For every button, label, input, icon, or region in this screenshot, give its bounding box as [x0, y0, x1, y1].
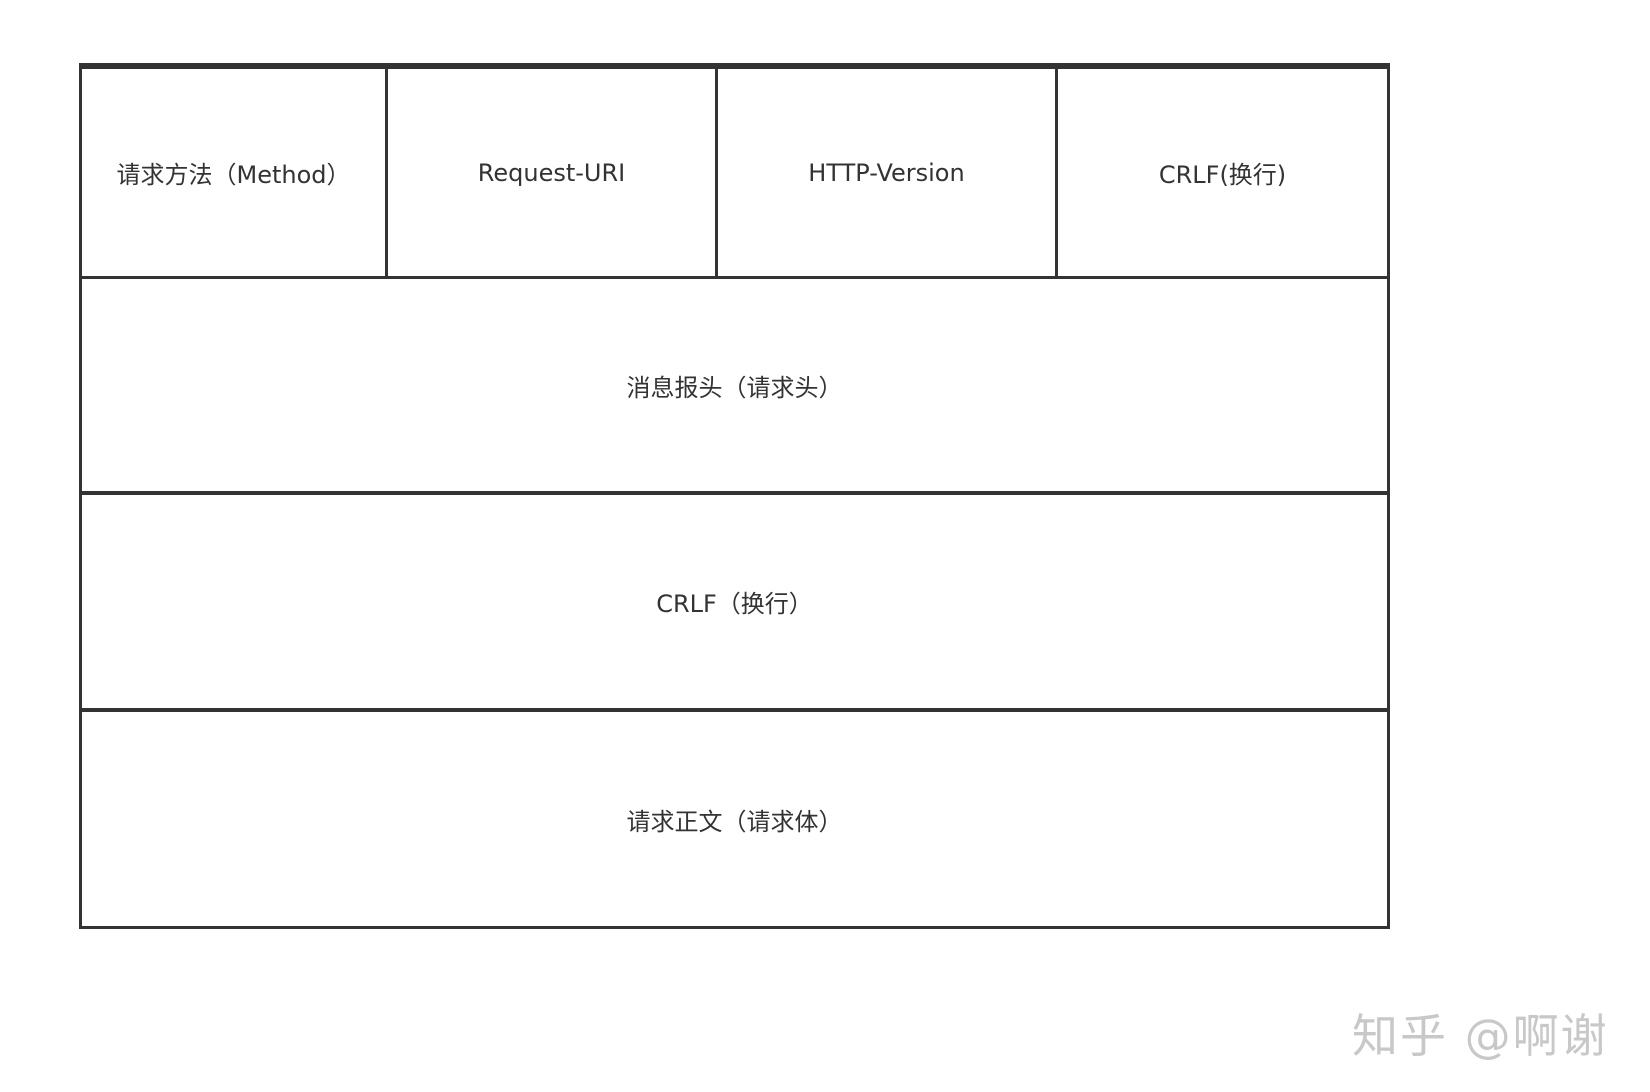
crlf-line-cell: CRLF（换行） [82, 495, 1387, 712]
watermark: 知乎 @啊谢 [1352, 1009, 1609, 1063]
request-line-crlf-cell: CRLF(换行) [1058, 69, 1387, 279]
http-request-structure-diagram: 请求方法（Method） Request-URI HTTP-Version CR… [79, 63, 1390, 929]
request-body-cell: 请求正文（请求体） [626, 807, 843, 836]
request-method-cell: 请求方法（Method） [82, 69, 388, 279]
message-headers-cell: 消息报头（请求头） [82, 279, 1387, 495]
request-uri-cell: Request-URI [388, 69, 718, 279]
http-version-cell: HTTP-Version [718, 69, 1058, 279]
